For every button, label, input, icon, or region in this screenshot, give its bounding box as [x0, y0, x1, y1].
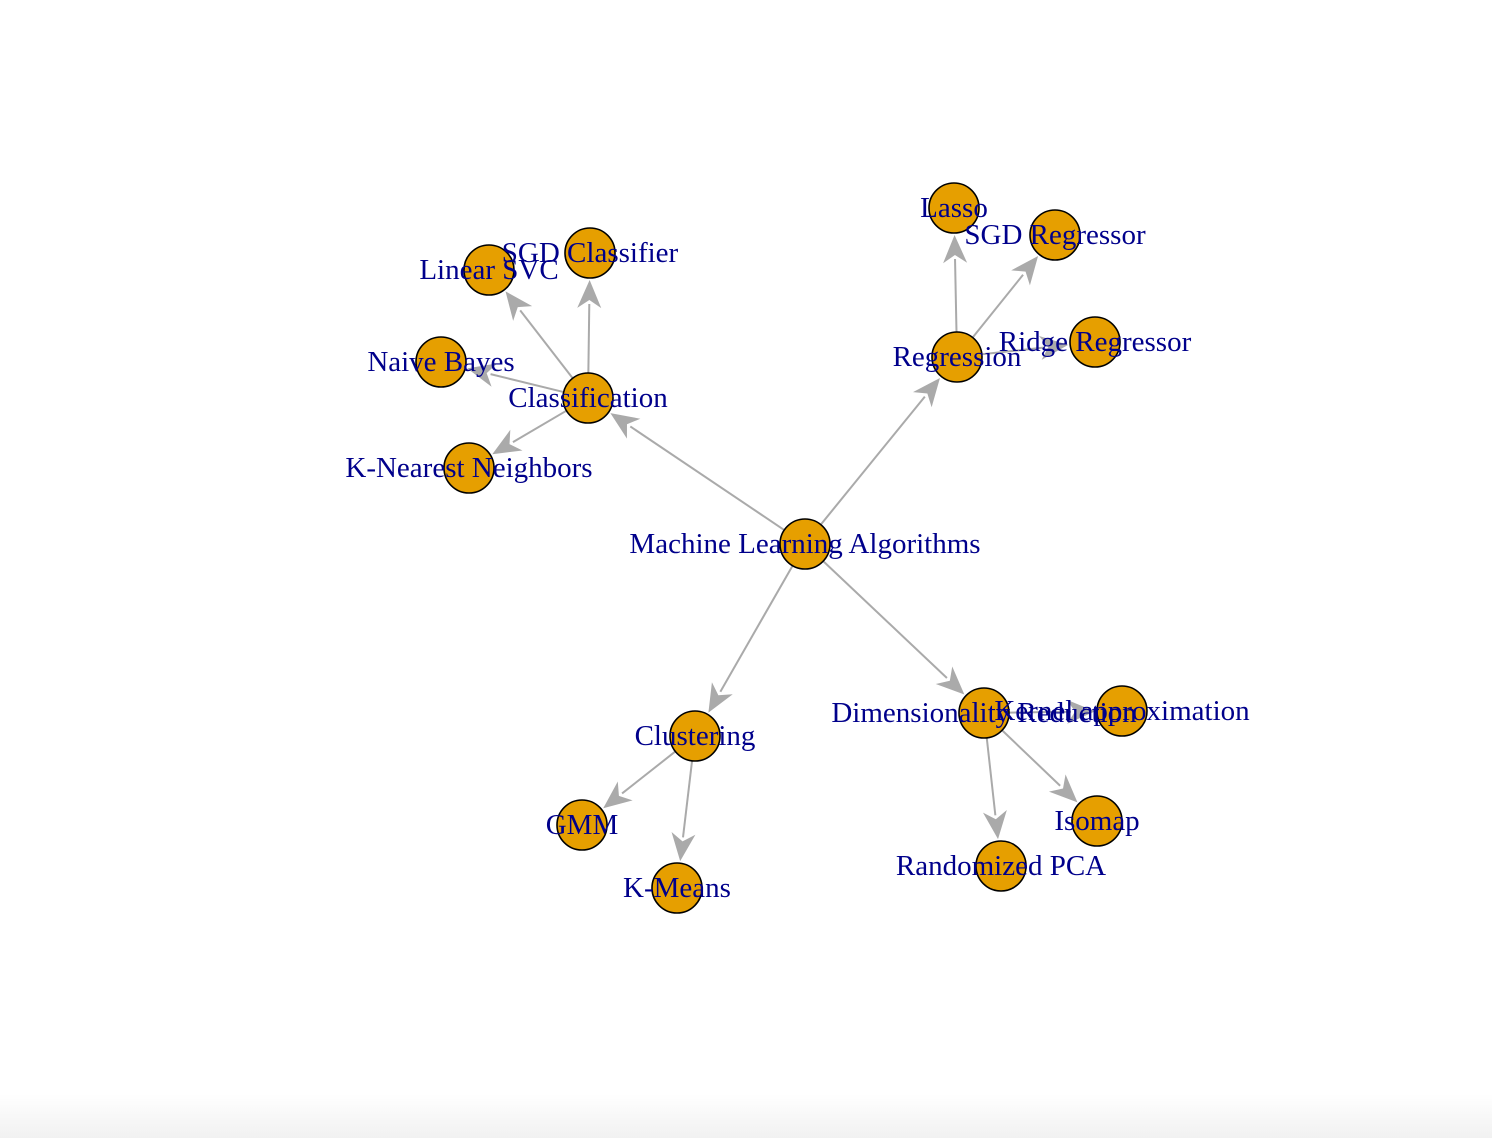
edge-classification-linearsvc	[519, 309, 574, 379]
edge-regression-lasso	[954, 258, 958, 333]
arrowhead-dimred-rpca	[982, 810, 1007, 840]
node-lasso	[928, 182, 980, 234]
arrowhead-dimred-isomap	[1048, 774, 1078, 803]
arrowhead-ml-classification	[610, 413, 641, 439]
node-label-clustering: Clustering	[635, 720, 756, 752]
node-sgdr	[1029, 209, 1081, 261]
node-rpca	[975, 840, 1027, 892]
node-label-gmm: GMM	[546, 809, 619, 841]
node-label-sgdc: SGD Classifier	[502, 237, 679, 269]
arrowhead-dimred-kernel	[1066, 699, 1096, 724]
node-label-regression: Regression	[893, 341, 1022, 373]
node-regression	[931, 331, 983, 383]
edge-ml-regression	[819, 395, 926, 526]
edge-dimred-isomap	[1001, 729, 1061, 787]
node-knn	[443, 442, 495, 494]
arrowhead-regression-lasso	[943, 234, 968, 264]
node-kernel	[1096, 685, 1148, 737]
node-label-rpca: Randomized PCA	[896, 850, 1106, 882]
node-label-lasso: Lasso	[920, 192, 988, 224]
node-label-kernel: Kernel approximation	[994, 695, 1250, 727]
arrowhead-clustering-kmeans	[671, 831, 696, 862]
node-dimred	[958, 687, 1010, 739]
edge-classification-sgdc	[587, 303, 591, 374]
node-kmeans	[651, 862, 703, 914]
arrowhead-ml-regression	[912, 377, 940, 408]
node-label-isomap: Isomap	[1054, 805, 1139, 837]
edge-dimred-rpca	[985, 737, 997, 816]
edge-classification-naivebayes	[490, 373, 564, 394]
node-label-dimred: Dimensionality Reduction	[831, 697, 1137, 729]
node-label-knn: K-Nearest Neighbors	[345, 452, 592, 484]
edge-clustering-kmeans	[682, 760, 694, 838]
node-label-sgdr: SGD Regressor	[964, 219, 1146, 251]
arrowhead-ml-clustering	[708, 682, 733, 713]
node-clustering	[669, 710, 721, 762]
arrowhead-classification-sgdc	[577, 279, 602, 309]
node-label-kmeans: K-Means	[623, 872, 731, 904]
node-naivebayes	[415, 336, 467, 388]
arrowhead-regression-ridge	[1039, 336, 1069, 360]
edge-ml-clustering	[719, 565, 794, 693]
arrowhead-classification-linearsvc	[505, 291, 533, 321]
node-label-naivebayes: Naive Bayes	[367, 346, 514, 378]
node-label-linearsvc: Linear SVC	[419, 254, 558, 286]
nodes-layer	[415, 182, 1148, 914]
edge-regression-sgdr	[971, 274, 1024, 339]
node-ridge	[1069, 316, 1121, 368]
node-sgdc	[564, 227, 616, 279]
node-linearsvc	[463, 244, 515, 296]
edge-ml-dimred	[822, 560, 948, 679]
node-classification	[562, 372, 614, 424]
viewer-bottom-edge	[0, 1094, 1492, 1138]
edge-dimred-kernel	[1008, 710, 1072, 714]
edge-ml-classification	[629, 425, 785, 531]
node-label-ml: Machine Learning Algorithms	[629, 528, 980, 560]
labels-layer: Machine Learning Algorithms Classificatio…	[345, 192, 1250, 904]
node-label-ridge: Ridge Regressor	[999, 326, 1192, 358]
edge-classification-knn	[512, 409, 567, 444]
arrowhead-classification-knn	[492, 429, 523, 455]
node-label-classification: Classification	[508, 382, 668, 414]
edges-layer	[467, 234, 1096, 862]
node-ml	[779, 518, 831, 570]
arrowhead-classification-naivebayes	[467, 363, 498, 387]
arrowhead-ml-dimred	[935, 666, 965, 695]
node-gmm	[556, 799, 608, 851]
edge-regression-ridge	[981, 346, 1045, 356]
edge-clustering-gmm	[621, 750, 676, 795]
arrowhead-clustering-gmm	[603, 781, 633, 809]
node-isomap	[1071, 795, 1123, 847]
arrowhead-regression-sgdr	[1011, 256, 1039, 286]
